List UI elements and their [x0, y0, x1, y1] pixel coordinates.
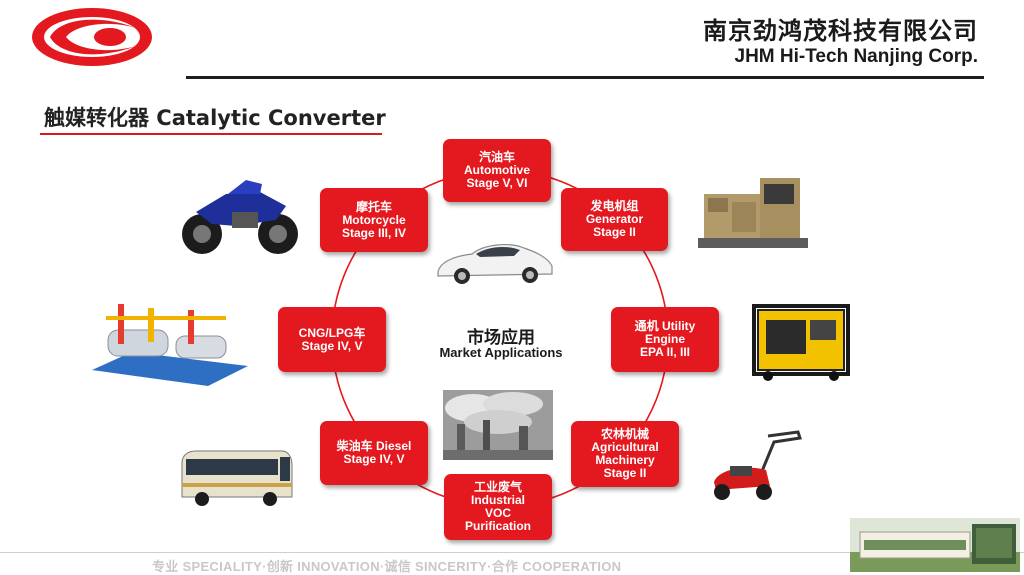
app-line: Agricultural [591, 440, 659, 454]
app-line: Stage V, VI [466, 176, 528, 190]
app-line: 汽油车 [478, 150, 515, 164]
app-industrial-voc: 工业废气 Industrial VOC Purification [444, 474, 552, 540]
company-name-en: JHM Hi-Tech Nanjing Corp. [734, 46, 978, 67]
app-automotive: 汽油车 Automotive Stage V, VI [443, 139, 551, 202]
company-logo [32, 8, 152, 66]
app-line: Stage II [593, 225, 636, 239]
app-line: Machinery [595, 453, 655, 467]
app-diesel: 柴油车 Diesel Stage IV, V [320, 421, 428, 485]
app-line: Motorcycle [342, 212, 406, 227]
app-line: 摩托车 [355, 199, 392, 214]
app-motorcycle: 摩托车 Motorcycle Stage III, IV [320, 188, 428, 252]
app-line: 发电机组 [590, 199, 639, 213]
bus-photo [181, 450, 293, 506]
company-name-cn: 南京劲鸿茂科技有限公司 [703, 17, 978, 45]
app-line: EPA II, III [639, 345, 690, 359]
footer-divider [0, 552, 1024, 553]
app-line: 通机 Utility [634, 319, 696, 333]
app-line: Stage IV, V [301, 338, 363, 353]
app-line: VOC [484, 506, 511, 520]
center-title-en: Market Applications [439, 345, 563, 360]
title-underline [40, 133, 382, 135]
app-line: Stage IV, V [343, 452, 405, 466]
app-line: Stage II [603, 466, 647, 480]
gas-skid-photo [92, 304, 248, 386]
lawn-mower-photo [714, 430, 802, 500]
center-title-cn: 市场应用 [467, 328, 535, 348]
app-line: Stage III, IV [341, 225, 407, 240]
motorcycle-photo [182, 180, 298, 254]
building-photo [850, 518, 1020, 572]
factory-smoke-photo [443, 390, 553, 460]
app-line: Automotive [464, 163, 530, 177]
app-cng-lpg: CNG/LPG车 Stage IV, V [278, 307, 386, 372]
app-line: CNG/LPG车 [298, 325, 366, 340]
app-line: Purification [464, 519, 531, 533]
app-generator: 发电机组 Generator Stage II [561, 188, 668, 251]
app-agricultural: 农林机械 Agricultural Machinery Stage II [571, 421, 679, 487]
app-line: Engine [644, 332, 685, 346]
footer-motto: 专业 SPECIALITY·创新 INNOVATION·诚信 SINCERITY… [152, 559, 622, 574]
app-utility-engine: 通机 Utility Engine EPA II, III [611, 307, 719, 372]
car-photo [437, 244, 553, 284]
generator-set-photo [698, 178, 808, 248]
portable-generator-photo [752, 304, 850, 381]
app-line: Generator [585, 212, 644, 226]
app-line: 柴油车 Diesel [336, 439, 412, 453]
page-title: 触媒转化器 Catalytic Converter [44, 106, 386, 130]
app-line: 工业废气 [473, 480, 522, 494]
header-divider [186, 76, 984, 79]
app-line: 农林机械 [600, 427, 649, 441]
app-line: Industrial [470, 493, 525, 507]
